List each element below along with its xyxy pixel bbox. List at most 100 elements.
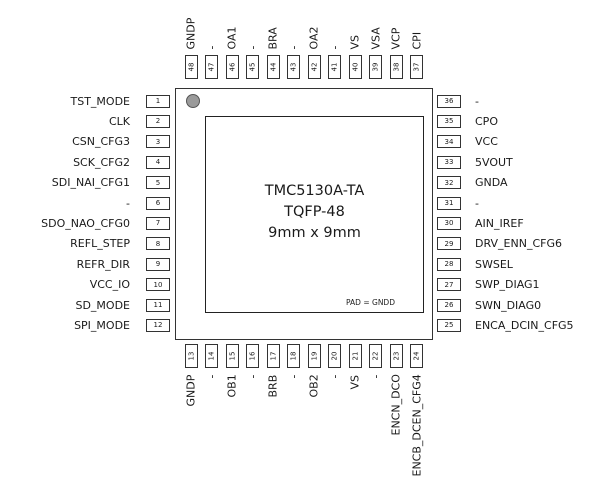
pin-number-box: 11 [146,298,170,312]
pin-label: ENCN_DCO [389,373,403,435]
pin-number-box: 35 [437,114,461,128]
pin-label: - [475,196,479,210]
pin-label: - [246,45,259,49]
pin-number-box: 42 [307,55,321,79]
pin-number-box: 36 [437,94,461,108]
pin-number-box: 47 [205,55,218,79]
pin-label: GNDP [184,374,198,406]
pin1-marker-icon [186,94,200,108]
pin-number-box: 23 [389,344,403,368]
pad-note: PAD = GNDD [346,298,395,307]
pin-number-box: 20 [328,344,341,368]
pin-number: 17 [268,351,277,361]
pin-number-box: 38 [389,55,403,79]
pin-label: BRB [266,374,280,397]
pin-label: BRA [266,26,280,49]
pin-label: VS [348,374,362,389]
pin-number-box: 2 [146,114,170,128]
pin-number-box: 41 [328,55,341,79]
pin-label: VCC_IO [89,278,130,292]
pin-number-box: 34 [437,135,461,149]
pin-number: 39 [371,62,380,72]
die-outline [205,116,424,313]
chip-name: TMC5130A-TA [264,183,365,199]
pin-number: 20 [330,351,339,361]
pin-number-box: 33 [437,155,461,169]
pin-number-box: 25 [437,318,461,332]
pin-label: SWSEL [475,257,513,271]
pin-number-box: 9 [146,257,170,271]
pin-number-box: 39 [369,55,382,79]
pin-number: 14 [207,351,216,361]
pin-label: - [126,196,130,210]
pin-label: ENCA_DCIN_CFG5 [475,318,574,332]
pin-label: VCP [389,27,403,49]
pin-number: 45 [248,62,257,72]
pin-number: 47 [207,62,216,72]
pin-label: CPO [475,114,498,128]
pin-number: 23 [391,351,400,361]
pin-label: - [246,374,259,378]
chip-size: 9mm x 9mm [268,225,361,241]
pin-label: OB2 [307,373,321,397]
pin-number: 42 [309,62,318,72]
pin-label: SPI_MODE [74,318,130,332]
pin-number-box: 7 [146,216,170,230]
pin-number: 22 [371,351,380,361]
pin-number-box: 18 [287,344,300,368]
pin-number: 38 [391,62,400,72]
pin-number: 41 [330,62,339,72]
pin-label: SWP_DIAG1 [475,278,540,292]
pin-label: ENCB_DCEN_CFG4 [410,373,423,476]
pin-label: SDI_NAI_CFG1 [51,176,130,190]
pin-number-box: 21 [348,344,362,368]
pin-label: SD_MODE [75,298,130,312]
pin-label: SCK_CFG2 [73,155,130,169]
pin-number-box: 45 [246,55,259,79]
pin-number: 16 [248,351,257,361]
pin-label: GNDA [475,176,508,190]
pin-number-box: 6 [146,196,170,210]
pin-number-box: 17 [266,344,280,368]
pin-number: 24 [412,351,421,361]
pin-number-box: 27 [437,278,461,292]
pin-label: VS [348,34,362,49]
pin-number: 37 [412,62,421,72]
pin-number-box: 8 [146,237,170,251]
pin-number-box: 29 [437,237,461,251]
pin-number-box: 1 [146,94,170,108]
pin-label: VSA [369,26,382,49]
pin-number: 19 [309,351,318,361]
pin-number-box: 26 [437,298,461,312]
pin-number-box: 14 [205,344,218,368]
pin-label: - [205,45,218,49]
pin-number-box: 16 [246,344,259,368]
pin-label: DRV_ENN_CFG6 [475,237,562,251]
pin-label: - [287,45,300,49]
pin-label: - [205,374,218,378]
pin-label: GNDP [184,17,198,49]
pin-number-box: 24 [410,344,423,368]
pin-label: - [328,45,341,49]
pin-number: 13 [186,351,195,361]
pin-number-box: 30 [437,216,461,230]
pin-number-box: 43 [287,55,300,79]
pin-label: REFR_DIR [76,257,130,271]
pin-number: 21 [350,351,359,361]
pin-number: 15 [227,351,236,361]
pin-label: VCC [475,135,498,149]
pin-label: 5VOUT [475,155,513,169]
pin-label: - [287,374,300,378]
pin-label: CPI [410,31,423,49]
pin-number-box: 12 [146,318,170,332]
pin-label: AIN_IREF [475,216,524,230]
pin-number: 40 [350,62,359,72]
pin-label: OA2 [307,26,321,49]
pin-label: - [475,94,479,108]
pin-number-box: 3 [146,135,170,149]
pin-number: 44 [268,62,277,72]
pin-number-box: 32 [437,176,461,190]
pin-number-box: 48 [184,55,198,79]
pin-number-box: 28 [437,257,461,271]
